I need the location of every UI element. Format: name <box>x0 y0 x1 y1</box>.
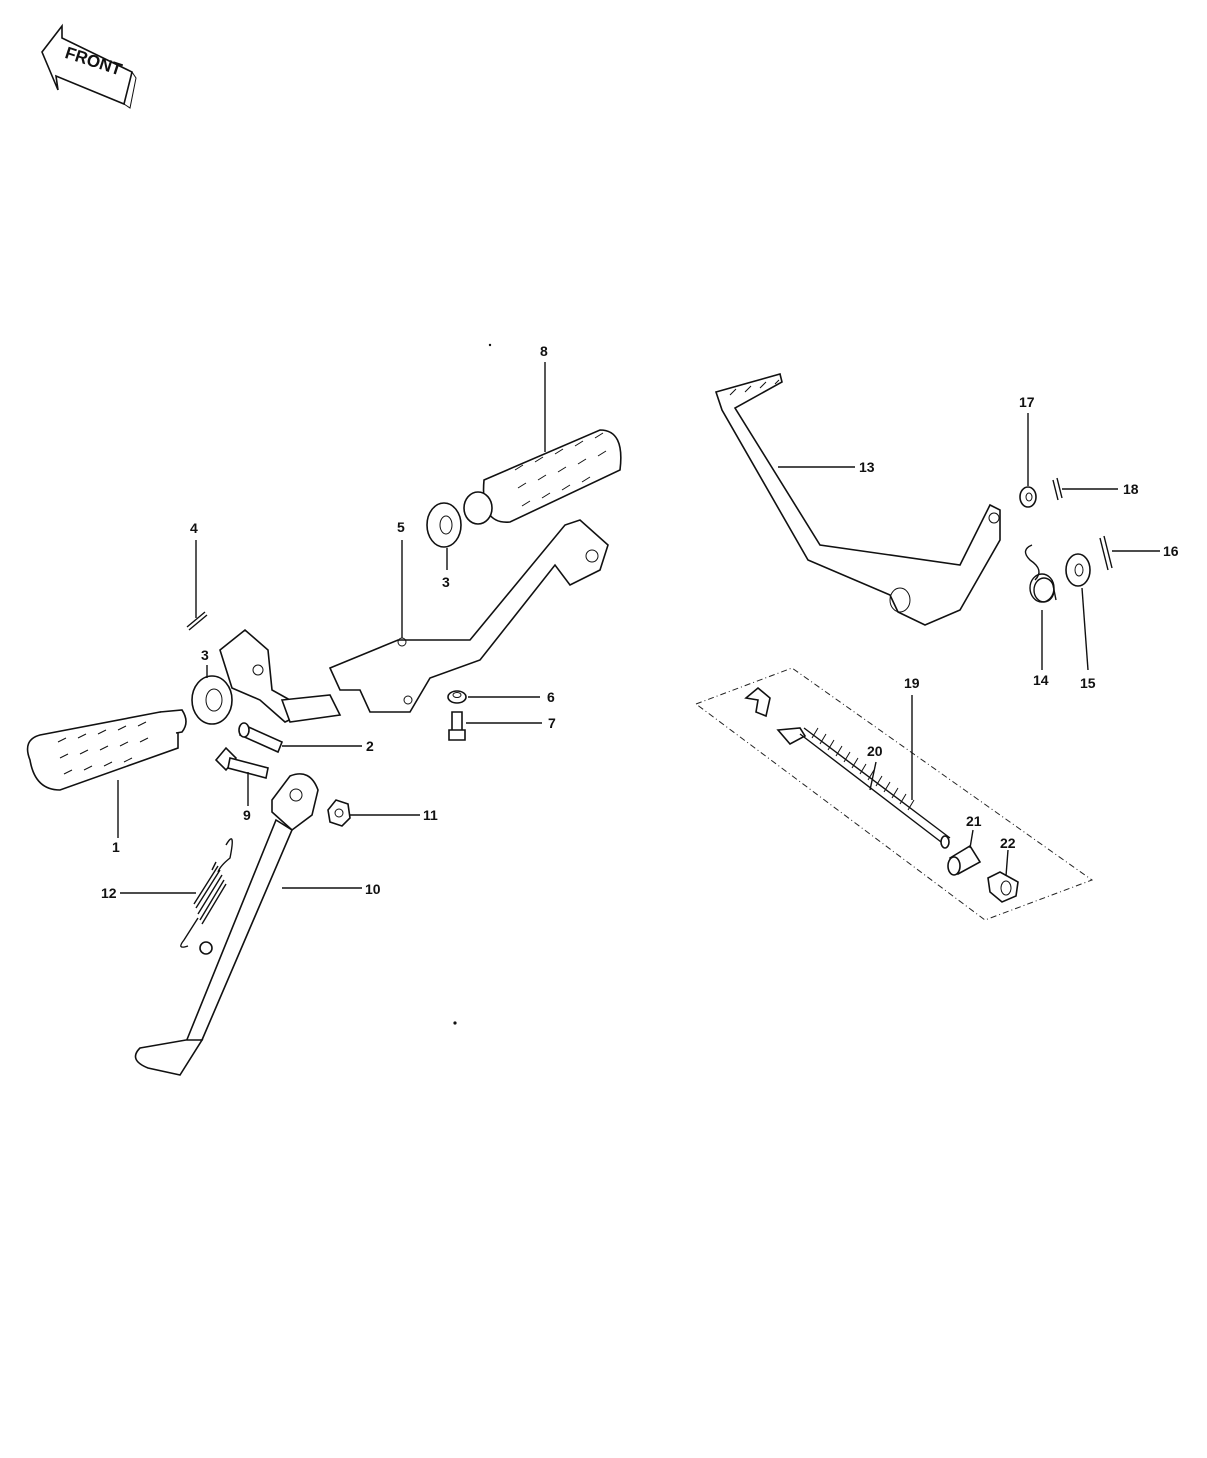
callout-12: 12 <box>101 885 117 901</box>
footpeg-left-front <box>26 709 187 791</box>
washer-lower <box>191 675 233 725</box>
brake-rod-assembly-box <box>694 667 1094 921</box>
callout-5: 5 <box>397 519 405 535</box>
callout-3-upper: 3 <box>442 574 450 590</box>
callout-18: 18 <box>1123 481 1139 497</box>
cotter-pin-16 <box>1099 535 1113 571</box>
washer-17 <box>1019 486 1037 508</box>
callout-6: 6 <box>547 689 555 705</box>
callout-20: 20 <box>867 743 883 759</box>
callout-16: 16 <box>1163 543 1179 559</box>
callout-9: 9 <box>243 807 251 823</box>
footpeg-right-rear <box>463 429 622 525</box>
trunnion-21 <box>947 844 982 876</box>
cotter-pin-18 <box>1052 477 1063 501</box>
nut-11 <box>327 799 351 827</box>
callout-2: 2 <box>366 738 374 754</box>
brake-pedal <box>714 373 1001 626</box>
callout-1: 1 <box>112 839 120 855</box>
adjusting-nut-22 <box>987 871 1019 903</box>
callout-11: 11 <box>423 807 438 823</box>
callout-4: 4 <box>190 520 198 536</box>
callout-14: 14 <box>1033 672 1049 688</box>
cotter-pin-4 <box>186 611 208 631</box>
collar-6 <box>447 690 467 704</box>
callout-19: 19 <box>904 675 920 691</box>
bolt-9 <box>214 746 269 779</box>
side-stand <box>134 773 319 1076</box>
callout-15: 15 <box>1080 675 1096 691</box>
bolt-7 <box>448 711 466 741</box>
callout-13: 13 <box>859 459 875 475</box>
washer-15 <box>1065 553 1091 587</box>
callout-3-lower: 3 <box>201 647 209 663</box>
callout-21: 21 <box>966 813 982 829</box>
pivot-pin <box>238 722 284 754</box>
brake-rod <box>744 686 951 849</box>
front-arrow-icon: FRONT <box>41 23 137 109</box>
callout-8: 8 <box>540 343 548 359</box>
callout-7: 7 <box>548 715 556 731</box>
washer-upper <box>426 502 462 548</box>
callout-22: 22 <box>1000 835 1016 851</box>
leader-lines <box>117 362 1160 894</box>
torsion-spring-14 <box>1024 544 1057 603</box>
callout-17: 17 <box>1019 394 1035 410</box>
spring-12 <box>180 838 233 948</box>
callout-10: 10 <box>365 881 381 897</box>
footpeg-bracket <box>219 519 609 723</box>
